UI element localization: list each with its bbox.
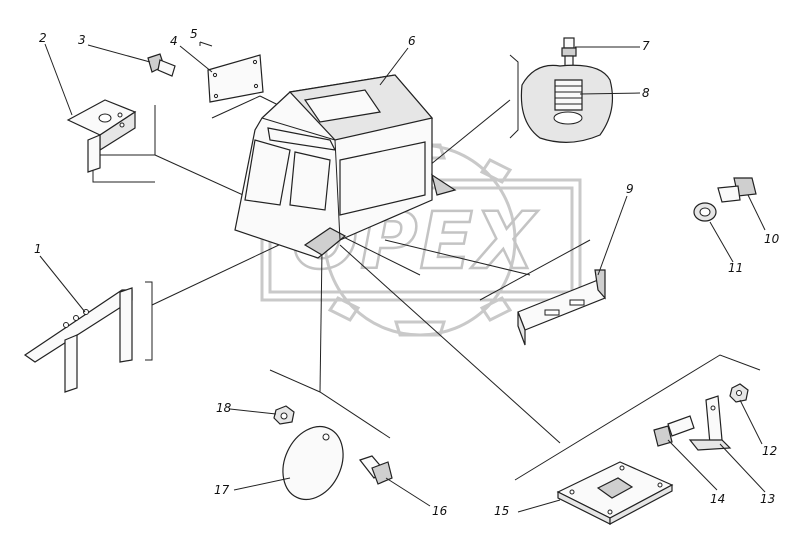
label-2: 2 [39,31,47,45]
label-6: 6 [408,34,416,48]
rail-bracket-part-9 [517,269,606,346]
label-8: 8 [642,86,650,100]
label-3: 3 [78,33,86,47]
cab-part-6 [234,74,457,259]
label-15: 15 [494,504,509,518]
label-14: 14 [710,492,725,506]
label-7: 7 [642,39,650,53]
label-17: 17 [214,483,230,497]
flange-plate-part-15 [556,461,674,525]
bolt-part-16 [359,455,393,485]
label-1: 1 [34,242,42,256]
bolt-part-14 [653,415,695,447]
bolt-part-10 [717,177,757,203]
label-9: 9 [626,182,634,196]
label-12: 12 [762,444,777,458]
label-18: 18 [216,401,232,415]
threaded-boss-part-8 [520,64,613,143]
bracket-part-2 [66,99,137,173]
part-labels: 1 2 3 4 5 6 7 8 9 10 11 12 13 14 15 16 1… [34,27,780,518]
washer-part-11 [693,202,717,222]
assembly-lines [92,54,761,481]
nut-part-12 [729,383,749,403]
callout-leaders [39,41,766,513]
bolt-part-3 [147,53,176,77]
nut-part-18 [273,405,295,425]
label-4: 4 [170,34,178,48]
label-13: 13 [760,492,775,506]
angle-bracket-part-13 [688,395,732,451]
fitting-part-7 [561,37,577,67]
frame-bracket-part-1 [23,287,133,393]
label-10: 10 [764,232,780,246]
plate-part-4 [207,54,264,103]
label-5: 5 [190,27,198,41]
label-11: 11 [728,261,743,275]
label-16: 16 [432,504,448,518]
disc-part-17 [282,425,344,501]
